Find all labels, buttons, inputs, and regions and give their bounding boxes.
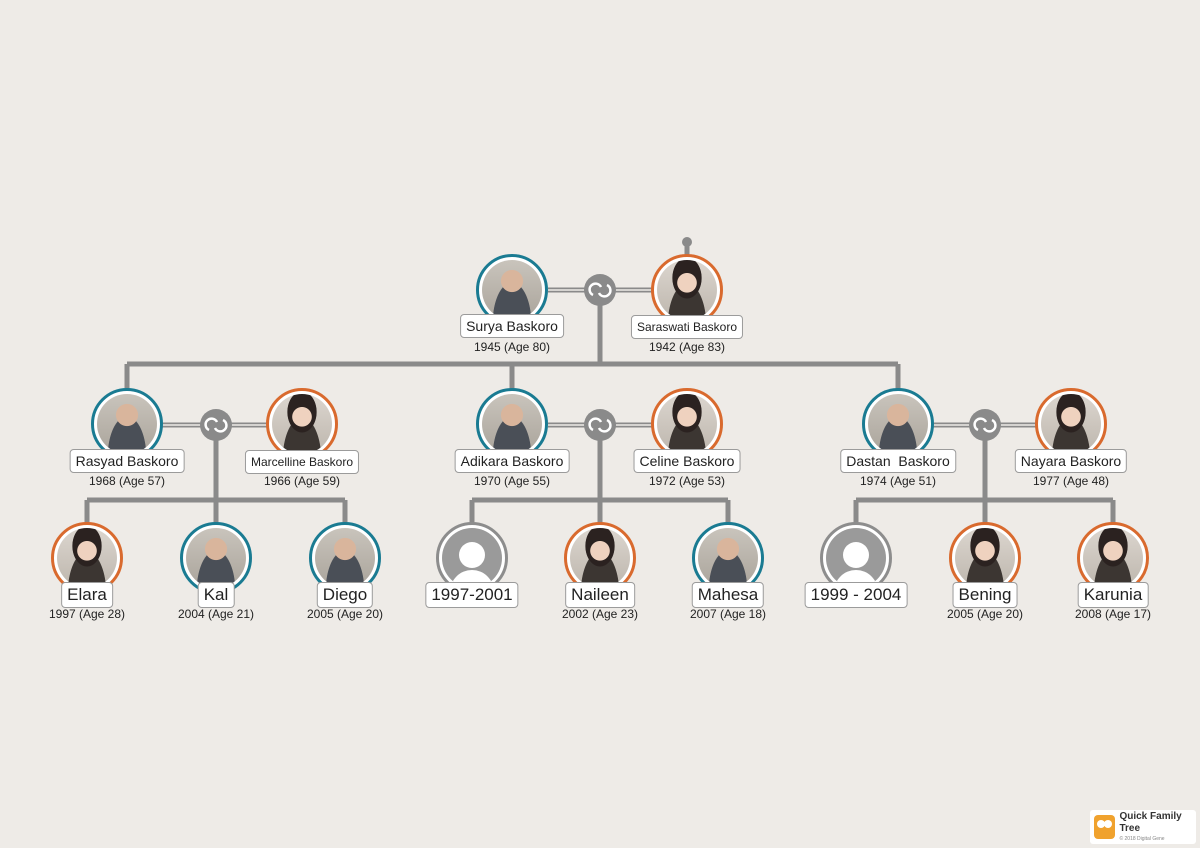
name-bening[interactable]: Bening xyxy=(952,582,1018,608)
family-tree-logo-icon xyxy=(1094,815,1116,839)
name-unknown-2[interactable]: 1999 - 2004 xyxy=(804,582,908,608)
avatar-adikara[interactable] xyxy=(476,388,548,460)
name-marcelline[interactable]: Marcelline Baskoro xyxy=(244,450,360,474)
avatar-kal[interactable] xyxy=(180,522,252,594)
marriage-icon[interactable] xyxy=(584,274,616,306)
dates-mahesa: 2007 (Age 18) xyxy=(689,607,767,621)
name-elara[interactable]: Elara xyxy=(61,582,113,608)
name-saraswati[interactable]: Saraswati Baskoro xyxy=(630,315,744,339)
dates-celine: 1972 (Age 53) xyxy=(648,474,726,488)
dates-kal: 2004 (Age 21) xyxy=(177,607,255,621)
app-logo: Quick Family Tree © 2018 Digital Gene xyxy=(1090,810,1196,844)
name-diego[interactable]: Diego xyxy=(316,582,374,608)
dates-diego: 2005 (Age 20) xyxy=(306,607,384,621)
dates-rasyad: 1968 (Age 57) xyxy=(88,474,166,488)
name-rasyad[interactable]: Rasyad Baskoro xyxy=(69,449,185,473)
name-kal[interactable]: Kal xyxy=(197,582,235,608)
avatar-marcelline[interactable] xyxy=(266,388,338,460)
dates-adikara: 1970 (Age 55) xyxy=(473,474,551,488)
dates-dastan: 1974 (Age 51) xyxy=(859,474,937,488)
dates-saraswati: 1942 (Age 83) xyxy=(648,340,726,354)
dates-nayara: 1977 (Age 48) xyxy=(1032,474,1110,488)
avatar-nayara[interactable] xyxy=(1035,388,1107,460)
name-surya[interactable]: Surya Baskoro xyxy=(460,314,564,338)
dates-bening: 2005 (Age 20) xyxy=(946,607,1024,621)
marriage-icon[interactable] xyxy=(200,409,232,441)
name-nayara[interactable]: Nayara Baskoro xyxy=(1014,449,1128,473)
marriage-icon[interactable] xyxy=(969,409,1001,441)
dates-karunia: 2008 (Age 17) xyxy=(1074,607,1152,621)
dates-marcelline: 1966 (Age 59) xyxy=(263,474,341,488)
marriage-icon[interactable] xyxy=(584,409,616,441)
avatar-celine[interactable] xyxy=(651,388,723,460)
dates-naileen: 2002 (Age 23) xyxy=(561,607,639,621)
dates-elara: 1997 (Age 28) xyxy=(48,607,126,621)
name-celine[interactable]: Celine Baskoro xyxy=(633,449,741,473)
person-silhouette-icon xyxy=(826,528,886,588)
deceased-marker xyxy=(682,237,692,247)
avatar-rasyad[interactable] xyxy=(91,388,163,460)
name-dastan[interactable]: Dastan Baskoro xyxy=(840,449,956,473)
logo-title: Quick Family Tree xyxy=(1119,811,1182,834)
dates-surya: 1945 (Age 80) xyxy=(473,340,551,354)
name-adikara[interactable]: Adikara Baskoro xyxy=(454,449,570,473)
person-silhouette-icon xyxy=(442,528,502,588)
name-karunia[interactable]: Karunia xyxy=(1077,582,1149,608)
name-unknown-1[interactable]: 1997-2001 xyxy=(425,582,519,608)
name-naileen[interactable]: Naileen xyxy=(565,582,635,608)
name-mahesa[interactable]: Mahesa xyxy=(691,582,765,608)
logo-subtitle: © 2018 Digital Gene xyxy=(1119,836,1165,842)
